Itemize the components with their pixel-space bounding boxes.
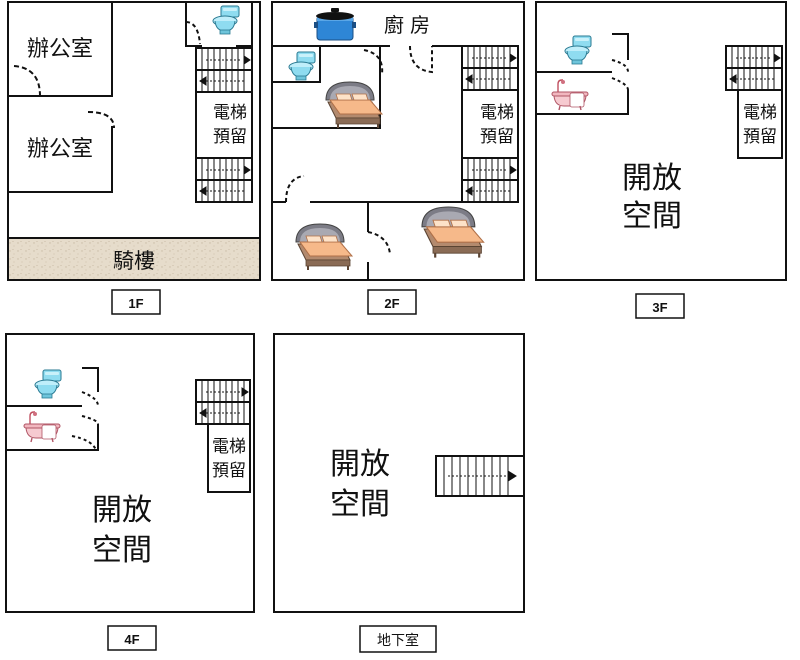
elevator-reserved-label: 預留 [480, 127, 514, 147]
floor-label-box-2f [367, 289, 417, 315]
arcade-area [7, 237, 261, 281]
floor-label-2f: 2F [384, 296, 399, 311]
open-space-label: 空間 [330, 487, 390, 522]
elevator-reserved-label: 預留 [743, 127, 777, 147]
floor-label-box-3f [635, 293, 685, 319]
elevator-reserved-label: 預留 [213, 127, 247, 147]
floor-basement: 開放 空間 [273, 333, 525, 613]
open-space-label: 空間 [622, 199, 682, 234]
floor-label-box-basement [359, 625, 437, 653]
elevator-label: 電梯 [743, 103, 777, 123]
office-label: 辦公室 [27, 37, 93, 62]
stairs-icon [196, 380, 250, 424]
stairs-icon [443, 456, 517, 496]
open-space-label: 開放 [622, 161, 682, 196]
open-space-label: 開放 [330, 447, 390, 482]
arcade-label: 騎樓 [113, 249, 155, 273]
elevator-reserved-label: 預留 [212, 461, 246, 481]
floor-4f: 電梯 預留 開放 空間 [5, 333, 255, 613]
stairs-icon [726, 46, 782, 90]
office-label: 辦公室 [27, 137, 93, 162]
elevator-label: 電梯 [212, 437, 246, 457]
elevator-label: 電梯 [480, 103, 514, 123]
floor-label-basement: 地下室 [377, 632, 419, 649]
floor-label-4f: 4F [124, 632, 139, 647]
stairs-icon [462, 158, 518, 202]
kitchen-label: 廚房 [384, 13, 436, 37]
floor-label-1f: 1F [128, 296, 143, 311]
stairs-icon [196, 158, 252, 202]
stairs-icon [196, 48, 252, 92]
open-space-label: 開放 [92, 493, 152, 528]
floor-label-box-1f [111, 289, 161, 315]
floor-label-box-4f [107, 625, 157, 651]
floor-label-3f: 3F [652, 300, 667, 315]
floor-3f: 電梯 預留 開放 空間 [535, 1, 787, 281]
open-space-label: 空間 [92, 533, 152, 568]
floor-1f: 辦公室 辦公室 騎樓 電梯 預留 [7, 1, 261, 281]
stairs-icon [462, 46, 518, 90]
floor-2f: 廚房 電梯 預留 [271, 1, 525, 281]
elevator-label: 電梯 [213, 103, 247, 123]
